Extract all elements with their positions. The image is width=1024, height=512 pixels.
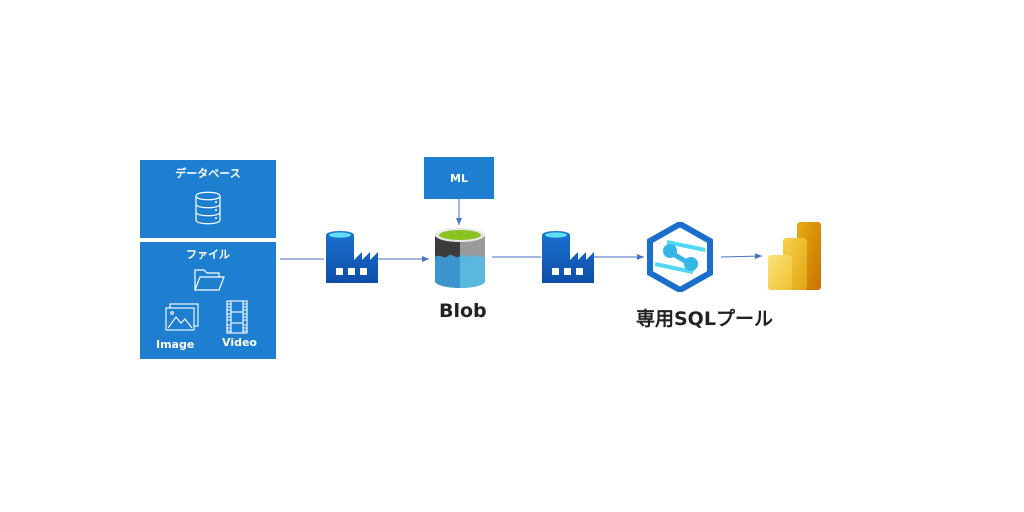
- database-icon: [195, 191, 221, 225]
- file-title: ファイル: [186, 248, 230, 261]
- video-icon: [226, 300, 248, 334]
- video-label: Video: [222, 336, 257, 349]
- blob-label: Blob: [439, 300, 487, 322]
- file-source-box: ファイル Image Video: [140, 242, 276, 359]
- synapse-icon: [647, 222, 713, 292]
- folder-icon: [194, 269, 225, 291]
- image-label: Image: [156, 338, 195, 351]
- synapse-label: 専用SQLプール: [636, 308, 773, 330]
- data-factory-icon: [326, 231, 378, 283]
- data-factory-icon: [542, 231, 594, 283]
- database-title: データベース: [175, 167, 241, 180]
- image-icon: [165, 303, 199, 331]
- blob-storage-icon: [435, 228, 485, 288]
- database-source-box: データベース: [140, 160, 276, 238]
- ml-box: ML: [424, 157, 494, 199]
- power-bi-icon: [768, 222, 821, 290]
- arrow-synapse-to-powerbi: [720, 253, 763, 260]
- ml-label: ML: [450, 171, 468, 185]
